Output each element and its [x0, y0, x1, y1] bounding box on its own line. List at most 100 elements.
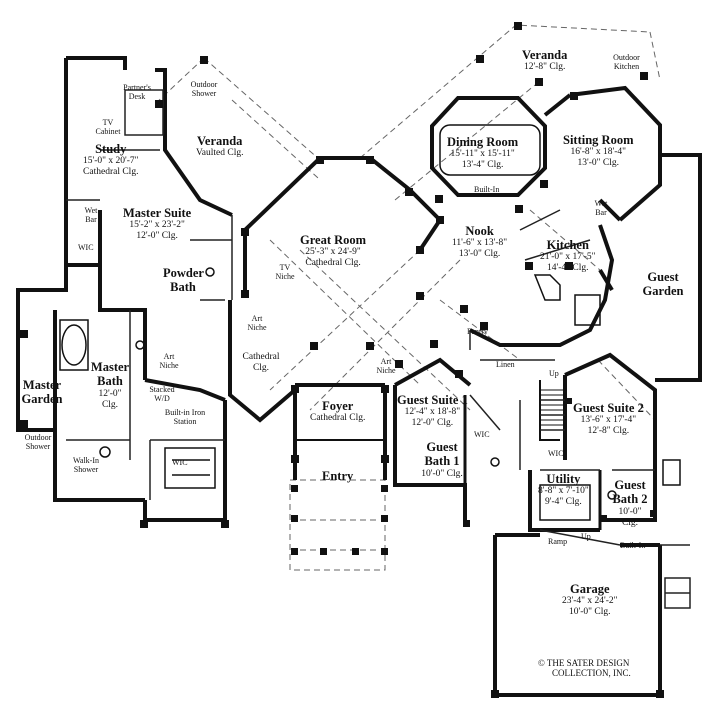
ramp-label: Ramp	[548, 537, 567, 546]
kitchen-clg: 14'-4" Clg.	[547, 263, 589, 274]
walk-in-shower-text: Walk-In Shower	[72, 456, 99, 475]
study-clg: Cathedral Clg.	[83, 167, 139, 178]
great-room-name: Great Room	[300, 233, 367, 247]
wic-guest2-text: WIC	[548, 449, 564, 458]
study-name: Study	[95, 142, 127, 156]
great-room-clg: Cathedral Clg.	[305, 258, 361, 269]
pantry-label: Pantry	[467, 327, 488, 336]
tv-niche-label: TV Niche	[272, 263, 298, 281]
guest-suite-1-dims: 12'-4" x 18'-8"	[404, 407, 461, 418]
veranda-left-name: Veranda	[197, 134, 243, 148]
wic-guest2-label: WIC	[548, 449, 564, 458]
linen-text: Linen	[496, 360, 515, 369]
great-room-label: Great Room 25'-3" x 24'-9" Cathedral Clg…	[300, 233, 366, 269]
walk-in-shower-label: Walk-In Shower	[68, 456, 104, 474]
nook-clg: 13'-0" Clg.	[458, 249, 501, 260]
master-suite-name: Master Suite	[123, 206, 192, 220]
pantry-text: Pantry	[467, 327, 488, 336]
garage-clg: 10'-0" Clg.	[569, 607, 611, 618]
veranda-top-clg: 12'-8" Clg.	[523, 62, 566, 73]
garage-name: Garage	[569, 582, 610, 596]
study-dims: 15'-0" x 20'-7"	[83, 156, 139, 167]
built-in-iron-text: Built-in Iron Station	[164, 408, 206, 427]
foyer-name: Foyer	[322, 399, 354, 413]
guest-suite-2-label: Guest Suite 2 13'-6" x 17'-4" 12'-8" Clg…	[573, 401, 644, 437]
guest-bath-2-name: Guest Bath 2	[612, 478, 648, 507]
built-in-garage-label: Built-In	[620, 541, 645, 550]
outdoor-shower-left-label: Outdoor Shower	[20, 433, 56, 451]
built-in-dining-label: Built-In	[474, 185, 499, 194]
utility-dims: 8'-8" x 7'-10"	[538, 486, 589, 497]
master-bath-label: Master Bath 12'-0" Clg.	[90, 360, 130, 411]
outdoor-shower-left-text: Outdoor Shower	[24, 433, 52, 452]
master-garden-name: Master Garden	[21, 378, 63, 407]
dining-room-clg: 13'-4" Clg.	[461, 160, 504, 171]
study-label: Study 15'-0" x 20'-7" Cathedral Clg.	[83, 142, 139, 178]
outdoor-shower-top-text: Outdoor Shower	[190, 80, 218, 99]
up-1-label: Up	[549, 369, 559, 378]
linen-label: Linen	[496, 360, 515, 369]
guest-bath-2-clg: 10'-0" Clg.	[618, 506, 642, 528]
garage-dims: 23'-4" x 24'-2"	[562, 596, 618, 607]
nook-dims: 11'-6" x 13'-8"	[452, 238, 508, 249]
veranda-top-label: Veranda 12'-8" Clg.	[522, 48, 567, 73]
guest-suite-2-clg: 12'-8" Clg.	[587, 426, 630, 437]
fixtures	[59, 124, 681, 521]
wet-bar-study-label: Wet Bar	[80, 206, 102, 224]
guest-garden-name: Guest Garden	[642, 270, 684, 299]
utility-label: Utility 8'-8" x 7'-10" 9'-4" Clg.	[538, 472, 589, 508]
cathedral-text: Cathedral Clg.	[242, 352, 280, 373]
sitting-room-dims: 16'-8" x 18'-4"	[570, 147, 626, 158]
outdoor-kitchen-label: Outdoor Kitchen	[604, 53, 649, 71]
guest-suite-1-clg: 12'-0" Clg.	[411, 418, 454, 429]
garage-label: Garage 23'-4" x 24'-2" 10'-0" Clg.	[562, 582, 618, 618]
kitchen-name: Kitchen	[546, 238, 589, 252]
guest-bath-2-label: Guest Bath 2 10'-0" Clg.	[610, 478, 650, 529]
dining-room-name: Dining Room	[447, 135, 519, 149]
partners-desk-text: Partner's Desk	[123, 83, 151, 102]
guest-garden-label: Guest Garden	[638, 270, 688, 299]
foyer-label: Foyer Cathedral Clg.	[310, 399, 365, 424]
stacked-wd-label: Stacked W/D	[148, 385, 176, 403]
copyright-notice: © THE SATER DESIGN COLLECTION, INC.	[538, 658, 631, 679]
master-suite-label: Master Suite 15'-2" x 23'-2" 12'-0" Clg.	[123, 206, 191, 242]
powder-bath-label: Powder Bath	[163, 266, 204, 295]
stairs	[540, 389, 565, 426]
utility-clg: 9'-4" Clg.	[545, 497, 582, 508]
guest-suite-2-dims: 13'-6" x 17'-4"	[580, 415, 637, 426]
guest-bath-1-clg: 10'-0" Clg.	[421, 468, 463, 479]
partners-desk-label: Partner's Desk	[120, 83, 154, 101]
guest-suite-2-name: Guest Suite 2	[573, 401, 644, 415]
wet-bar-study-text: Wet Bar	[84, 206, 98, 225]
wic-guest1-label: WIC	[474, 430, 490, 439]
wic-closet-label: WIC	[172, 458, 188, 467]
master-bath-clg: 12'-0" Clg.	[98, 388, 122, 410]
columns	[20, 22, 664, 698]
exterior-walls	[16, 56, 702, 697]
sitting-room-name: Sitting Room	[563, 133, 634, 147]
master-suite-clg: 12'-0" Clg.	[136, 231, 178, 242]
wet-bar-kitchen-text: Wet Bar	[594, 199, 608, 218]
powder-bath-name: Powder Bath	[163, 266, 204, 295]
kitchen-dims: 21'-0" x 17'-5"	[540, 252, 596, 263]
art-niche-1-label: Art Niche	[243, 314, 271, 332]
ramp-text: Ramp	[548, 537, 568, 546]
copyright-line-2: COLLECTION, INC.	[552, 667, 631, 678]
tv-niche-text: TV Niche	[275, 263, 295, 282]
tv-cabinet-label: TV Cabinet	[92, 118, 124, 136]
nook-name: Nook	[465, 224, 494, 238]
cathedral-label: Cathedral Clg.	[238, 352, 284, 374]
built-in-garage-text: Built-In	[620, 541, 646, 550]
wic-guest1-text: WIC	[474, 430, 490, 439]
dining-room-dims: 15'-11" x 15'-11"	[450, 149, 515, 160]
art-niche-2-text: Art Niche	[159, 352, 179, 371]
copyright-line-1: © THE SATER DESIGN	[538, 658, 630, 668]
sitting-room-label: Sitting Room 16'-8" x 18'-4" 13'-0" Clg.	[563, 133, 634, 169]
veranda-left-clg: Vaulted Clg.	[196, 148, 244, 159]
built-in-iron-label: Built-in Iron Station	[160, 408, 210, 426]
dining-room-label: Dining Room 15'-11" x 15'-11" 13'-4" Clg…	[447, 135, 518, 171]
veranda-left-label: Veranda Vaulted Clg.	[196, 134, 244, 159]
master-garden-label: Master Garden	[20, 378, 64, 407]
